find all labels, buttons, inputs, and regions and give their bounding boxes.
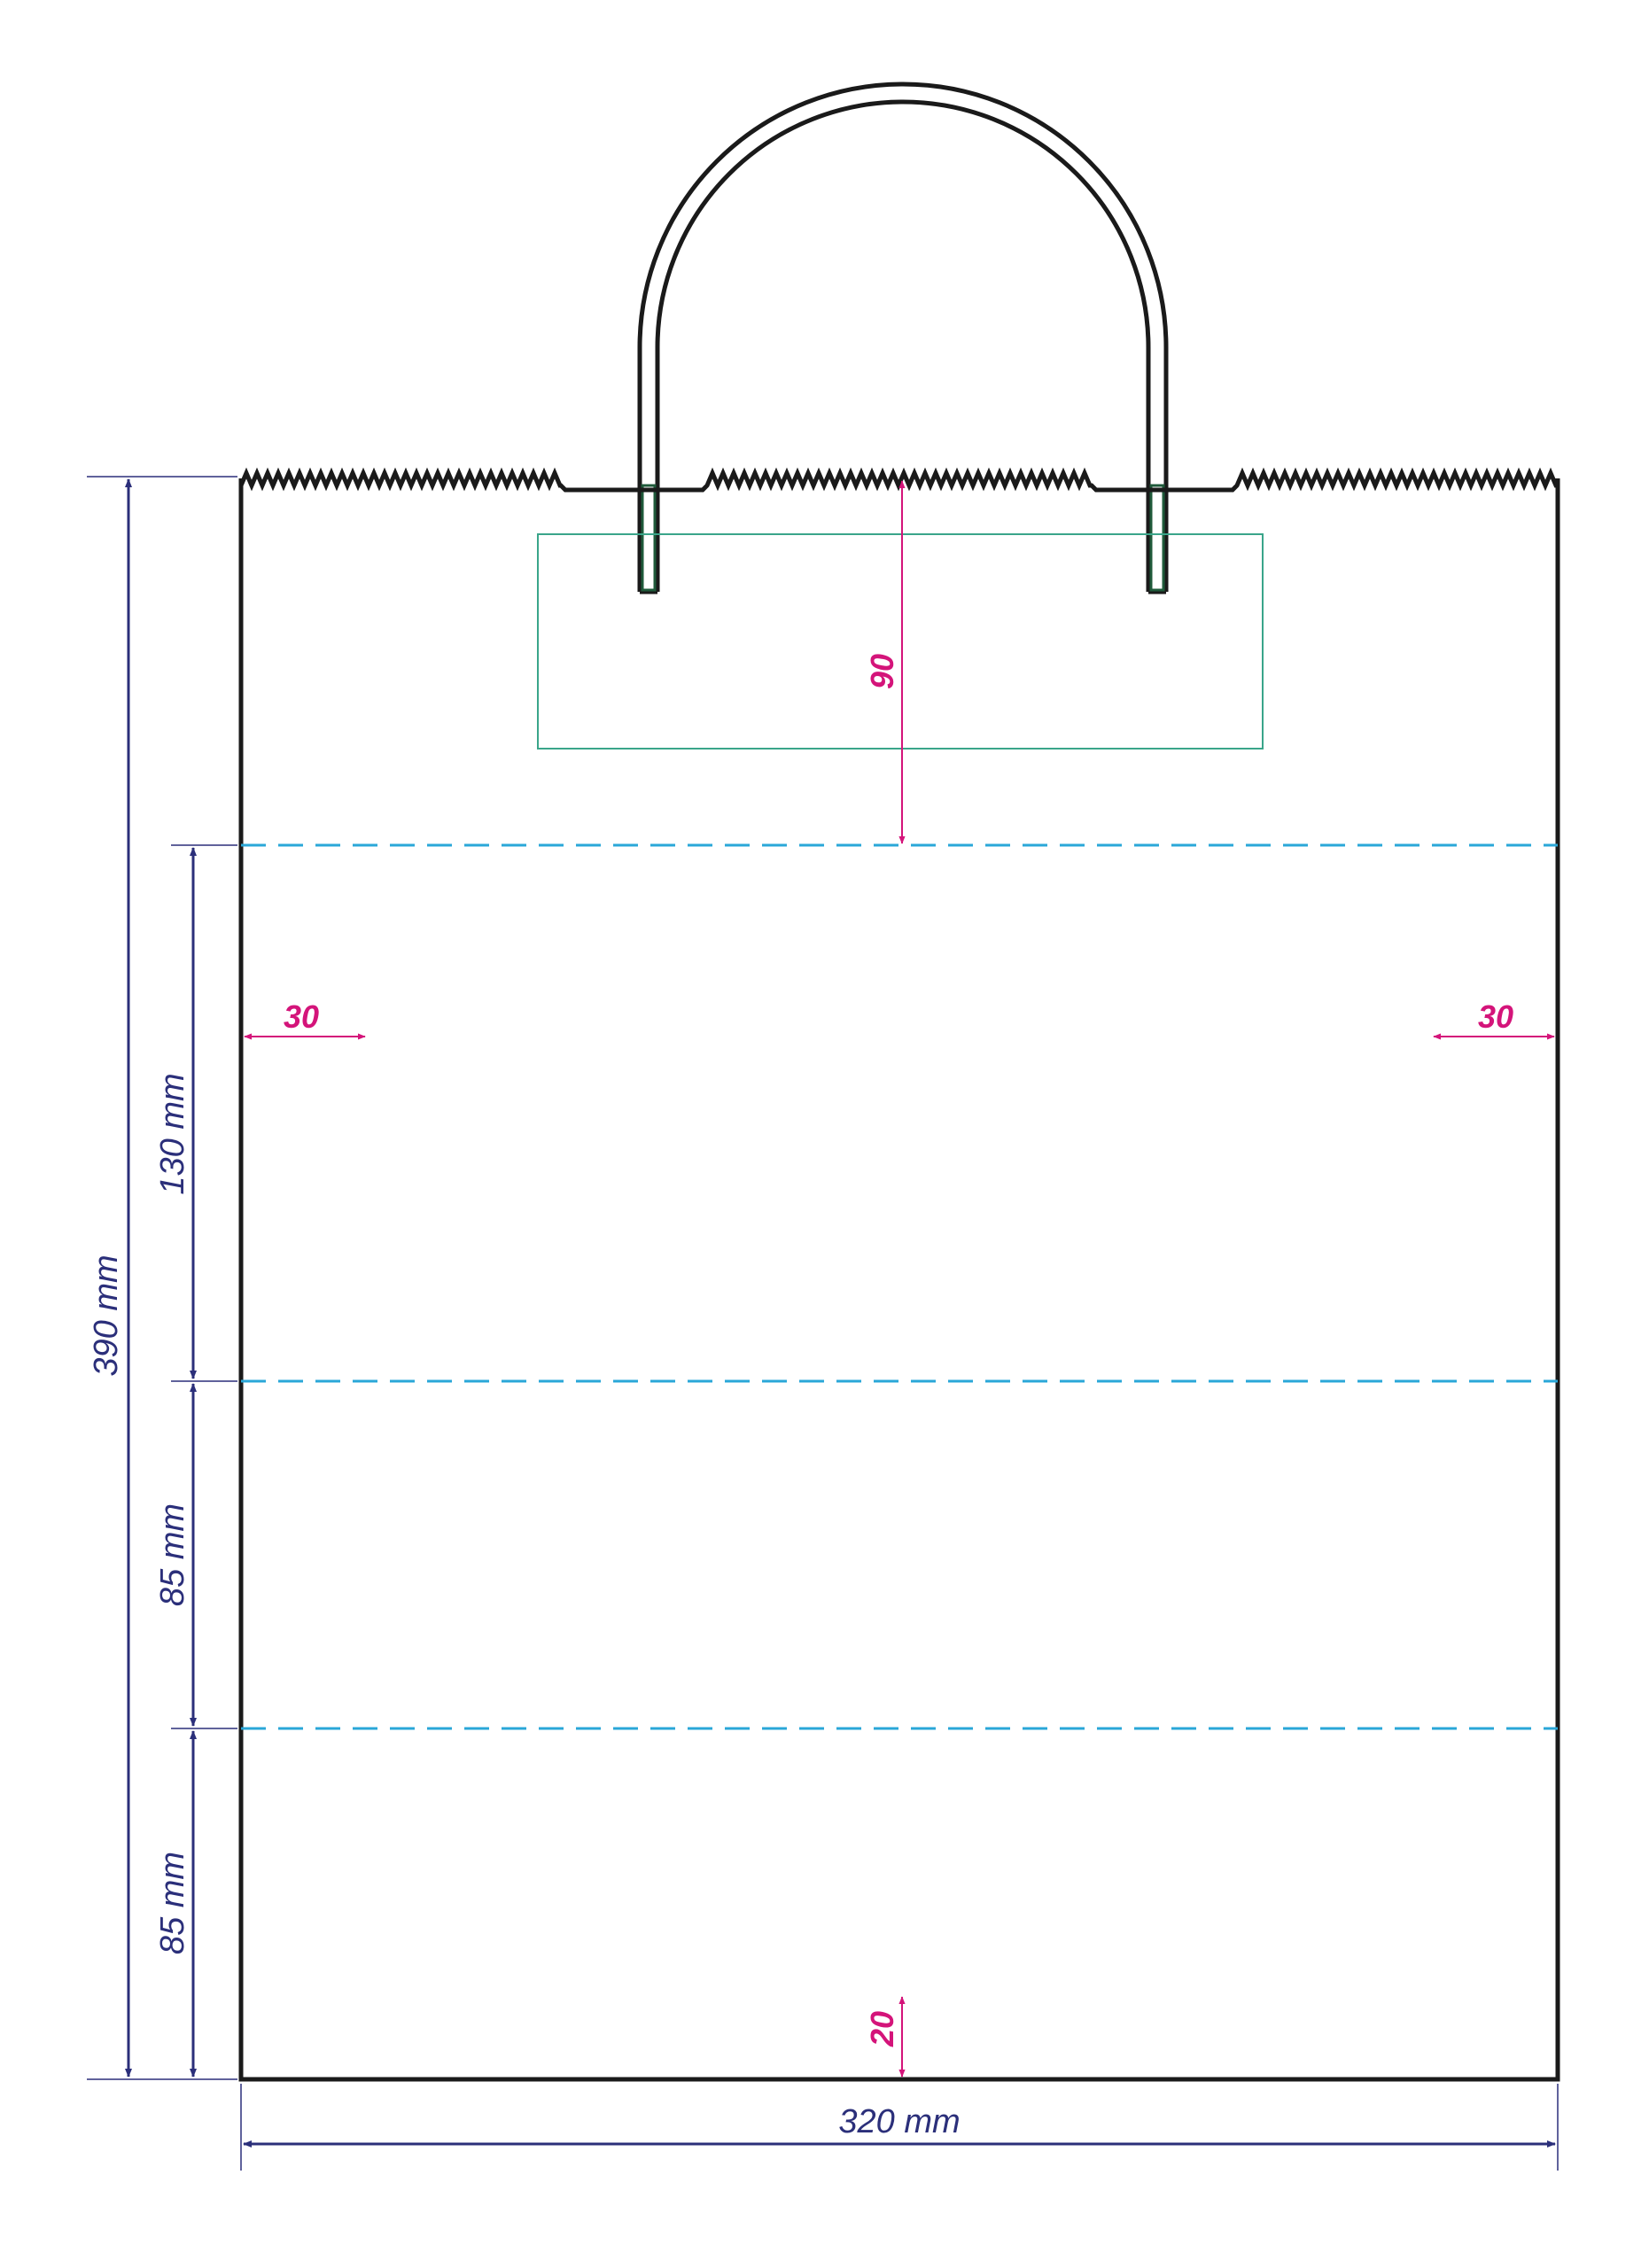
bag-outline bbox=[238, 467, 1560, 2082]
label-gusset-right: 30 bbox=[1478, 998, 1513, 1035]
label-total-width: 320 mm bbox=[838, 2103, 960, 2140]
handle-inserts bbox=[641, 484, 1165, 592]
label-gusset-left: 30 bbox=[284, 998, 319, 1035]
fold-lines bbox=[241, 843, 1558, 1730]
handle bbox=[637, 82, 1169, 594]
label-section-bottom: 85 mm bbox=[154, 1852, 191, 1954]
label-area-box bbox=[537, 533, 1264, 750]
top-serrated-edge bbox=[238, 467, 1559, 493]
handle-outer-path bbox=[637, 82, 1169, 592]
label-section-middle: 85 mm bbox=[154, 1503, 191, 1606]
handle-insert-left bbox=[641, 484, 657, 592]
label-bottom-offset: 20 bbox=[864, 2011, 900, 2047]
label-label-offset: 90 bbox=[864, 654, 900, 689]
bag-body-path bbox=[238, 478, 1560, 2082]
magenta-dimension-arrows bbox=[244, 480, 1555, 2078]
label-section-top: 130 mm bbox=[154, 1073, 191, 1194]
handle-inner-path bbox=[655, 99, 1151, 592]
label-total-height: 390 mm bbox=[88, 1254, 125, 1376]
navy-dimension-arrows bbox=[125, 478, 1556, 2148]
handle-insert-right bbox=[1149, 484, 1165, 592]
extension-lines bbox=[87, 476, 1559, 2171]
